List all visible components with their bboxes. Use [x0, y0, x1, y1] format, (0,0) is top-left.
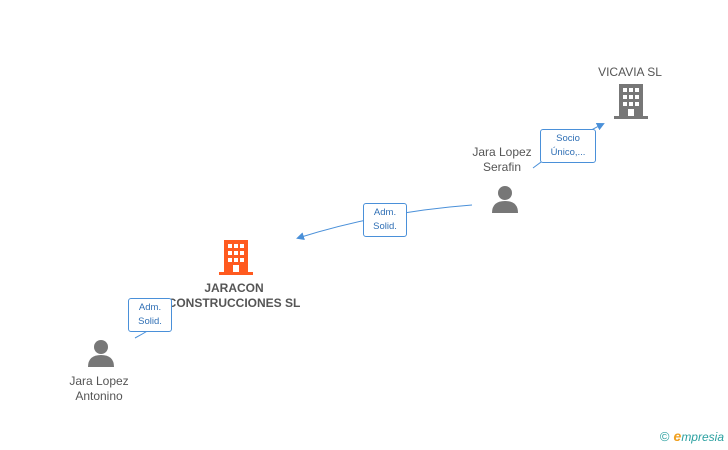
- building-icon-vicavia[interactable]: [614, 84, 648, 120]
- edge-label-adm1-line2: Solid.: [373, 221, 397, 232]
- edge-label-adm2-line1: Adm.: [138, 302, 162, 313]
- person-icon-serafin[interactable]: [490, 184, 520, 214]
- edge-label-adm-solid-serafin[interactable]: Adm. Solid.: [363, 203, 407, 237]
- brand-name: mpresia: [681, 430, 724, 444]
- brand-initial: e: [673, 428, 682, 444]
- edge-label-adm-solid-antonino[interactable]: Adm. Solid.: [128, 298, 172, 332]
- node-serafin-line2: Serafin: [482, 160, 522, 174]
- edge-label-socio-unico[interactable]: Socio Único,...: [540, 129, 596, 163]
- node-jaracon-label[interactable]: JARACON CONSTRUCCIONES SL: [164, 281, 304, 311]
- edge-label-adm1-line1: Adm.: [373, 207, 397, 218]
- person-icon-antonino[interactable]: [86, 338, 116, 368]
- node-antonino-line1: Jara Lopez: [69, 374, 129, 388]
- edge-label-socio-line1: Socio: [556, 133, 580, 144]
- node-antonino-label[interactable]: Jara Lopez Antonino: [49, 374, 149, 404]
- node-vicavia-label[interactable]: VICAVIA SL: [580, 65, 680, 80]
- node-serafin-line1: Jara Lopez: [472, 145, 532, 159]
- node-jaracon-line1: JARACON: [204, 281, 264, 295]
- node-serafin-label[interactable]: Jara Lopez Serafin: [452, 145, 552, 175]
- edge-label-adm2-line2: Solid.: [138, 316, 162, 327]
- node-antonino-line2: Antonino: [75, 389, 123, 403]
- building-icon-jaracon[interactable]: [219, 240, 253, 276]
- node-vicavia-name: VICAVIA SL: [598, 65, 662, 79]
- copyright-symbol: ©: [659, 429, 670, 444]
- empresia-logo[interactable]: ©empresia: [660, 428, 724, 444]
- node-jaracon-line2: CONSTRUCCIONES SL: [167, 296, 301, 310]
- edge-label-socio-line2: Único,...: [550, 147, 586, 158]
